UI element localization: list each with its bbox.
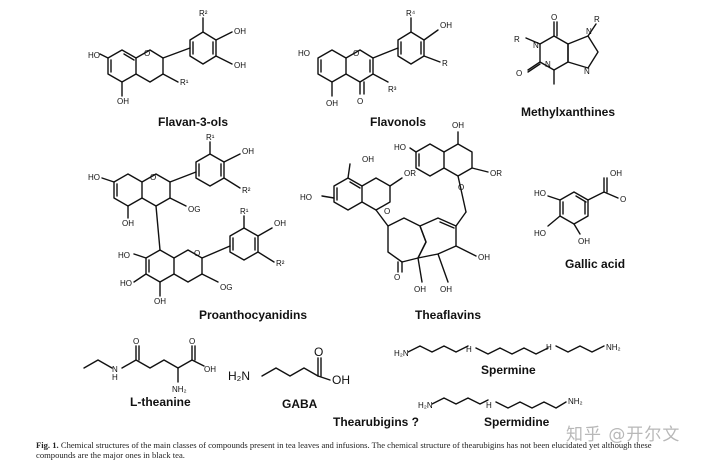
tf-oh-3: OH xyxy=(414,285,426,294)
gallic-acid-structure xyxy=(547,177,619,235)
pac-o-1: O xyxy=(150,173,156,182)
figure-caption: Fig. 1. Chemical structures of the main … xyxy=(36,440,676,460)
pac-oh-2: OH xyxy=(122,219,134,228)
methylxanthines-r: R xyxy=(514,35,520,44)
l-theanine-structure xyxy=(83,345,205,383)
pac-r2: R² xyxy=(242,186,251,195)
pac-oh-1: OH xyxy=(242,147,254,156)
label-gallic-acid: Gallic acid xyxy=(565,257,625,271)
pac-ho-1: HO xyxy=(88,173,100,182)
tf-oh-5: OH xyxy=(478,253,490,262)
spermidine-h2n: H₂N xyxy=(418,401,433,410)
flavan3ols-oh-2: OH xyxy=(234,27,246,36)
pac-og-2: OG xyxy=(220,283,232,292)
gaba-structure xyxy=(261,357,331,381)
gallic-ho-2: HO xyxy=(534,229,546,238)
pac-o-2: O xyxy=(194,249,200,258)
flavonols-oh-2: OH xyxy=(440,21,452,30)
flavan-3-ols-structure xyxy=(99,17,233,97)
theanine-h: H xyxy=(112,373,118,382)
gaba-oh: OH xyxy=(332,373,350,387)
tf-ho-2: HO xyxy=(394,143,406,152)
pac-ho-2: HO xyxy=(118,251,130,260)
methylxanthines-n9: N xyxy=(584,67,590,76)
methylxanthines-n7: N xyxy=(586,27,592,36)
label-l-theanine: L-theanine xyxy=(130,395,191,409)
tf-oh-4: OH xyxy=(440,285,452,294)
pac-oh-3: OH xyxy=(274,219,286,228)
gallic-ho-1: HO xyxy=(534,189,546,198)
label-spermidine: Spermidine xyxy=(484,415,550,429)
flavan3ols-o: O xyxy=(144,49,150,58)
pac-ho-3: HO xyxy=(120,279,132,288)
tf-oh-1: OH xyxy=(362,155,374,164)
label-theaflavins: Theaflavins xyxy=(415,308,481,322)
theanine-oh: OH xyxy=(204,365,216,374)
spermine-structure xyxy=(407,345,605,355)
pac-r2-b: R² xyxy=(276,259,285,268)
spermine-nh2: NH₂ xyxy=(606,343,621,352)
label-flavonols: Flavonols xyxy=(370,115,426,129)
spermidine-structure xyxy=(431,397,567,409)
flavonols-o: O xyxy=(353,49,359,58)
theanine-nh: N xyxy=(112,365,118,374)
gallic-oh-acid: OH xyxy=(610,169,622,178)
spermine-h2n: H₂N xyxy=(394,349,409,358)
flavonols-oh: OH xyxy=(326,99,338,108)
proanthocyanidins-structure xyxy=(101,141,275,297)
watermark: 知乎 @开尔文 xyxy=(566,425,681,445)
pac-og-1: OG xyxy=(188,205,200,214)
theanine-o-amide: O xyxy=(133,337,139,346)
label-flavan-3-ols: Flavan-3-ols xyxy=(158,115,228,129)
flavonols-r4: R⁴ xyxy=(406,9,416,18)
gallic-o: O xyxy=(620,195,626,204)
gallic-oh-3: OH xyxy=(578,237,590,246)
tf-ho-1: HO xyxy=(300,193,312,202)
theanine-o-acid: O xyxy=(189,337,195,346)
spermine-nh-1: H xyxy=(466,345,472,354)
caption-lead: Fig. 1. xyxy=(36,440,59,450)
theanine-nh2: NH₂ xyxy=(172,385,187,394)
pac-oh-4: OH xyxy=(154,297,166,306)
gaba-o: O xyxy=(314,345,323,359)
flavan3ols-ho: HO xyxy=(88,51,100,60)
methylxanthines-o: O xyxy=(551,13,557,22)
methylxanthines-r7: R xyxy=(594,15,600,24)
caption-text: Chemical structures of the main classes … xyxy=(36,440,652,460)
label-spermine: Spermine xyxy=(481,363,536,377)
tf-o-2: O xyxy=(458,183,464,192)
label-gaba: GABA xyxy=(282,397,318,411)
methylxanthines-n1: N xyxy=(533,41,539,50)
pac-r1-b: R¹ xyxy=(240,207,249,216)
tf-or-2: OR xyxy=(490,169,502,178)
tf-o-keto: O xyxy=(394,273,400,282)
flavonols-ho: HO xyxy=(298,49,310,58)
flavan3ols-r1: R¹ xyxy=(180,78,189,87)
flavan3ols-oh: OH xyxy=(117,97,129,106)
flavonols-r3: R³ xyxy=(388,85,397,94)
flavonols-r5: R xyxy=(442,59,448,68)
methylxanthines-o2: O xyxy=(516,69,522,78)
label-methylxanthines: Methylxanthines xyxy=(521,105,615,119)
spermine-nh-2: H xyxy=(546,343,552,352)
gaba-h2n: H₂N xyxy=(228,369,250,383)
tf-or-1: OR xyxy=(404,169,416,178)
flavonols-o-keto: O xyxy=(357,97,363,106)
spermidine-nh: H xyxy=(486,401,492,410)
spermidine-nh2: NH₂ xyxy=(568,397,583,406)
methylxanthines-n3: N xyxy=(545,60,551,69)
flavan3ols-oh-3: OH xyxy=(234,61,246,70)
label-thearubigins: Thearubigins ? xyxy=(333,415,419,429)
flavonols-structure xyxy=(317,17,441,97)
tf-o-1: O xyxy=(384,207,390,216)
pac-r1: R¹ xyxy=(206,133,215,142)
theaflavins-structure xyxy=(321,131,489,283)
tf-oh-2: OH xyxy=(452,121,464,130)
methylxanthines-structure xyxy=(525,21,599,85)
flavan3ols-r2: R² xyxy=(199,9,208,18)
label-proanthocyanidins: Proanthocyanidins xyxy=(199,308,307,322)
